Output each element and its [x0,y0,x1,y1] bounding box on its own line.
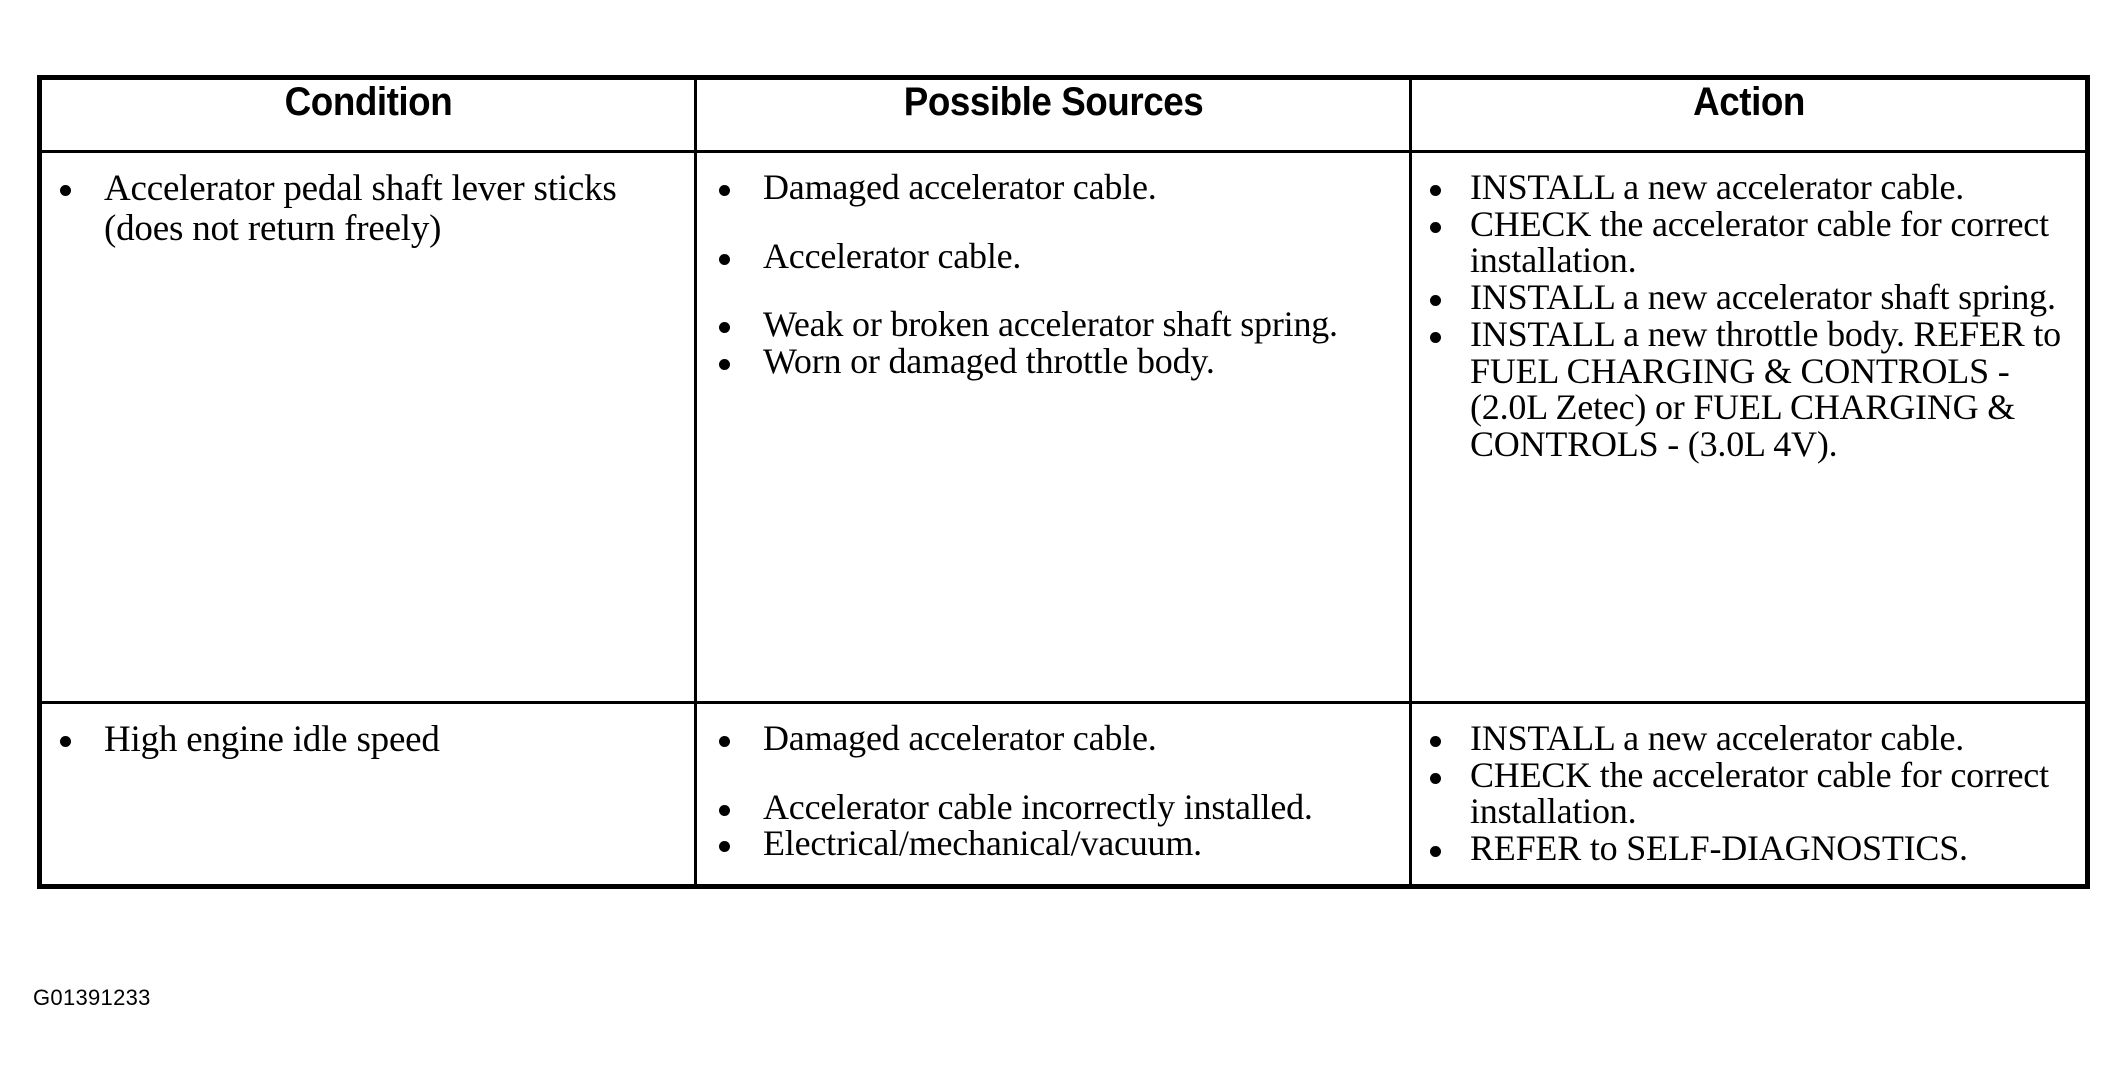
column-header-action-label: Action [1692,80,1805,124]
bullet-icon [719,184,730,196]
bullet-icon [1430,772,1441,784]
list-item: High engine idle speed [48,720,680,760]
list-item-text: Accelerator pedal shaft lever sticks (do… [104,168,617,249]
column-header-condition: Condition [64,76,671,153]
column-header-possible-sources: Possible Sources [722,76,1384,153]
list-item: CHECK the accelerator cable for correct … [1418,754,2071,832]
bullet-icon [719,735,730,747]
cell-condition: Accelerator pedal shaft lever sticks (do… [38,150,697,704]
list-item: Damaged accelerator cable. [707,169,1395,206]
table-row: Accelerator pedal shaft lever sticks (do… [38,150,2089,704]
cell-action: INSTALL a new accelerator cable. CHECK t… [1409,701,2089,888]
cell-action: INSTALL a new accelerator cable. CHECK t… [1409,150,2089,704]
list-item-text: Worn or damaged throttle body. [763,341,1215,382]
list-item-text: INSTALL a new accelerator cable. [1470,167,1965,207]
list-item: Accelerator cable. [707,235,1395,276]
list-item: Electrical/mechanical/vacuum. [707,825,1395,862]
list-item: Weak or broken accelerator shaft spring. [707,306,1395,343]
column-header-possible-sources-label: Possible Sources [903,80,1203,124]
bullet-icon [1430,331,1441,343]
list-item-text: CHECK the accelerator cable for correct … [1470,754,2049,832]
possible-sources-list: Damaged accelerator cable. Accelerator c… [697,704,1409,872]
condition-list: Accelerator pedal shaft lever sticks (do… [42,153,694,259]
bullet-icon [719,841,730,853]
action-list: INSTALL a new accelerator cable. CHECK t… [1412,704,2085,877]
list-item-text: Damaged accelerator cable. [763,718,1157,758]
table-header-row: Condition Possible Sources Action [40,76,2088,153]
bullet-icon [1430,294,1441,306]
list-item: INSTALL a new accelerator shaft spring. [1418,279,2071,316]
condition-list: High engine idle speed [42,704,694,770]
bullet-icon [1430,184,1441,196]
bullet-icon [1430,221,1441,233]
list-item-text: High engine idle speed [104,719,440,760]
table-row: High engine idle speed Damaged accelerat… [38,701,2089,888]
list-item-text: Weak or broken accelerator shaft spring. [763,304,1338,345]
list-item-text: INSTALL a new accelerator cable. [1470,718,1965,758]
bullet-icon [60,185,71,197]
cell-possible-sources: Damaged accelerator cable. Accelerator c… [694,701,1412,888]
list-item: Accelerator cable incorrectly installed. [707,786,1395,827]
cell-possible-sources: Damaged accelerator cable. Accelerator c… [694,150,1412,704]
list-item-text: INSTALL a new accelerator shaft spring. [1470,277,2056,318]
diagnostic-table: Condition Possible Sources Action Accele… [37,75,2090,889]
list-item: INSTALL a new accelerator cable. [1418,169,2071,206]
bullet-icon [719,358,730,370]
list-item-text: CHECK the accelerator cable for correct … [1470,203,2049,281]
bullet-icon [60,736,71,748]
table-header: Condition Possible Sources Action [40,76,2088,153]
list-item-text: Damaged accelerator cable. [763,167,1157,207]
list-item: INSTALL a new throttle body. REFER to FU… [1418,313,2071,465]
cell-condition: High engine idle speed [38,701,697,888]
list-item: Worn or damaged throttle body. [707,343,1395,380]
list-item: CHECK the accelerator cable for correct … [1418,203,2071,281]
list-item-text: Accelerator cable incorrectly installed. [763,786,1313,827]
bullet-icon [719,804,730,816]
list-item: Damaged accelerator cable. [707,720,1395,757]
bullet-icon [719,253,730,265]
list-item-text: INSTALL a new throttle body. REFER to FU… [1470,313,2061,465]
list-item-text: REFER to SELF-DIAGNOSTICS. [1470,828,1968,869]
list-item-text: Electrical/mechanical/vacuum. [763,823,1202,864]
possible-sources-list: Damaged accelerator cable. Accelerator c… [697,153,1409,390]
bullet-icon [719,322,730,334]
column-header-action: Action [1436,76,2062,153]
list-item: REFER to SELF-DIAGNOSTICS. [1418,830,2071,867]
bullet-icon [1430,735,1441,747]
list-item: INSTALL a new accelerator cable. [1418,720,2071,757]
action-list: INSTALL a new accelerator cable. CHECK t… [1412,153,2085,473]
column-header-condition-label: Condition [284,80,452,124]
list-item-text: Accelerator cable. [763,235,1022,276]
bullet-icon [1430,845,1441,857]
table-body: Accelerator pedal shaft lever sticks (do… [38,150,2089,888]
list-item: Accelerator pedal shaft lever sticks (do… [48,169,680,249]
figure-code: G01391233 [33,985,151,1010]
